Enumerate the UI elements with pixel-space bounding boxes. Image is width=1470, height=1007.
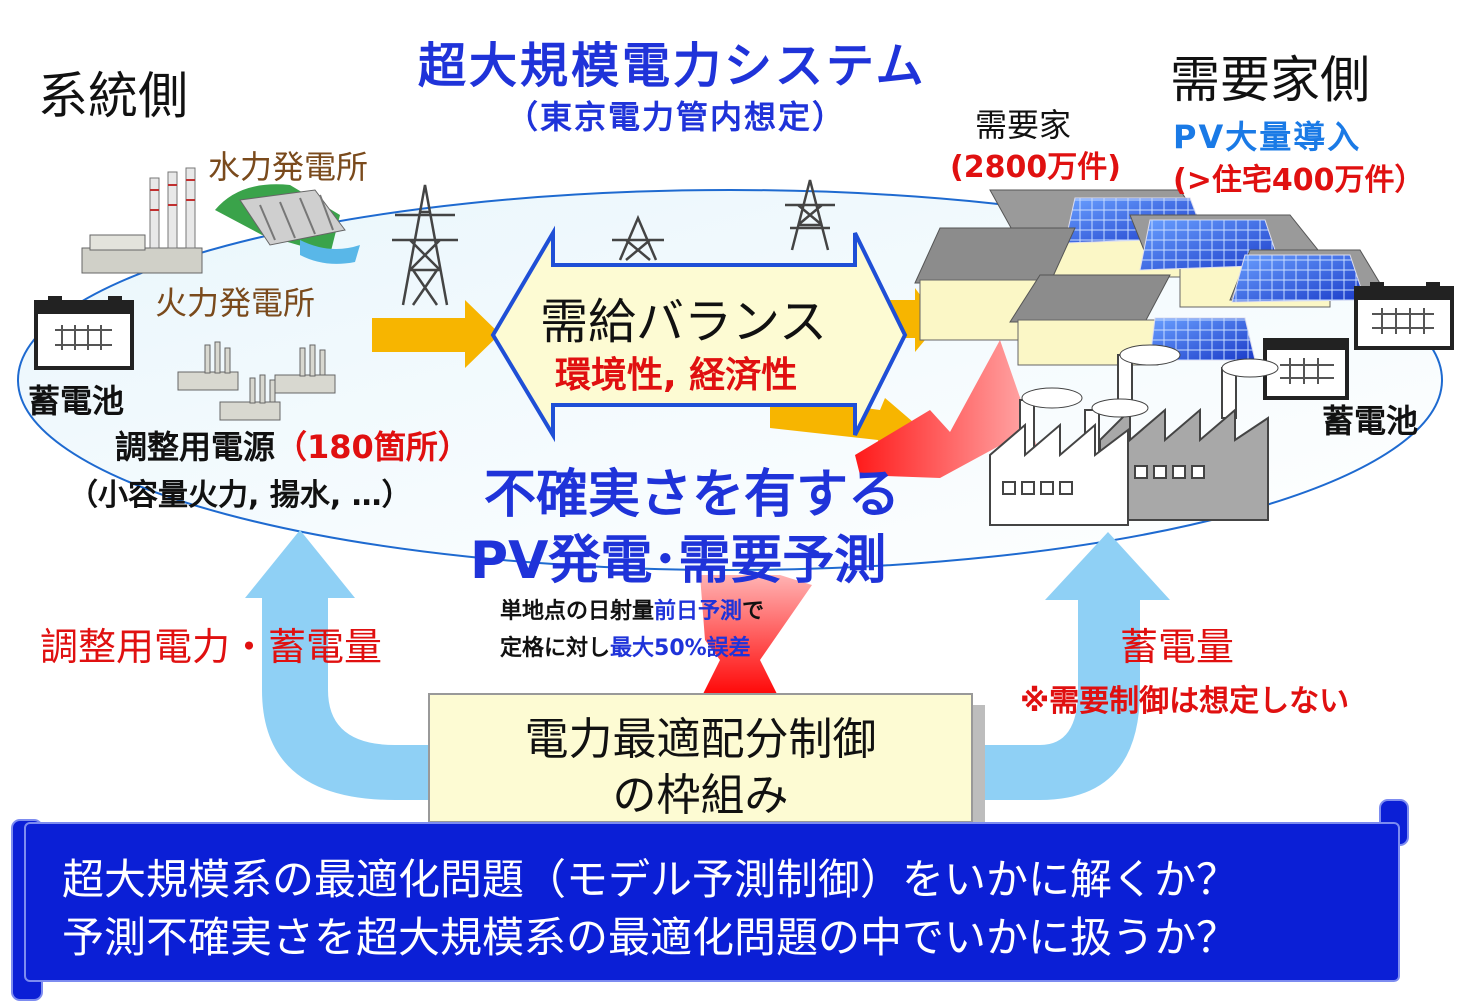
research-question-2: 予測不確実さを超大規模系の最適化問題の中でいかに扱うか？ — [62, 913, 1239, 962]
supply-arrow — [372, 300, 500, 368]
forecast-error-detail-1: 単地点の日射量前日予測で — [500, 593, 764, 625]
uncertainty-heading-1: 不確実さを有する — [484, 465, 901, 525]
forecast-error-text-a: 単地点の日射量 — [500, 599, 655, 624]
regulating-source-label: 調整用電源（180箇所） — [115, 422, 470, 468]
hydro-plant-label: 水力発電所 — [208, 148, 369, 186]
uncertainty-arrow-framework — [700, 575, 812, 700]
houses-with-pv-icon — [914, 189, 1391, 366]
demand-battery-label: 蓄電池 — [1322, 402, 1419, 440]
balance-double-arrow — [490, 225, 908, 443]
forecast-error-text-d: 定格に対し — [500, 636, 611, 661]
battery-icon-demand — [1354, 282, 1454, 350]
framework-title-1: 電力最適配分制御 — [524, 714, 877, 765]
balance-subtitle: 環境性, 経済性 — [555, 355, 798, 396]
thermal-plant-icon — [81, 167, 203, 274]
demand-side-heading: 需要家側 — [1170, 51, 1370, 109]
uncertainty-arrow-demand — [855, 340, 1040, 478]
diagram-title: 超大規模電力システム — [418, 38, 927, 94]
regulating-source-count: （180箇所） — [275, 428, 470, 466]
grid-battery-label: 蓄電池 — [28, 382, 125, 420]
pv-deployment-label: PV大量導入 — [1173, 118, 1362, 156]
research-question-1: 超大規模系の最適化問題（モデル予測制御）をいかに解くか？ — [62, 855, 1239, 904]
framework-title-2: の枠組み — [612, 770, 789, 821]
grid-flow-label: 調整用電力・蓄電量 — [40, 625, 383, 669]
regulating-source-note: （小容量火力, 揚水, …） — [68, 478, 412, 513]
battery-icon-grid — [34, 296, 134, 370]
factory-icon — [989, 344, 1279, 526]
grid-flow-arrow — [245, 530, 440, 800]
forecast-error-text-c: で — [742, 599, 765, 624]
framework-box: 電力最適配分制御 の枠組み — [428, 693, 973, 823]
thermal-plant-label: 火力発電所 — [155, 284, 316, 322]
forecast-error-text-e: 最大50%誤差 — [610, 636, 751, 661]
consumer-label: 需要家 — [975, 106, 1072, 144]
regulating-plant-icon — [177, 341, 336, 421]
regulating-source-name: 調整用電源 — [115, 428, 276, 466]
hydro-dam-icon — [215, 184, 360, 264]
transmission-tower-icon — [392, 179, 835, 306]
research-question-banner: 超大規模系の最適化問題（モデル予測制御）をいかに解くか？ 予測不確実さを超大規模… — [24, 822, 1400, 982]
grid-side-heading: 系統側 — [38, 67, 188, 125]
demand-flow-label: 蓄電量 — [1120, 625, 1235, 669]
diagram-subtitle: （東京電力管内想定） — [506, 98, 847, 136]
battery-icon-factory — [1263, 338, 1349, 400]
demand-control-note: ※需要制御は想定しない — [1020, 684, 1350, 719]
consumer-count: (2800万件) — [950, 150, 1121, 185]
demand-flow-arrow — [975, 532, 1170, 800]
forecast-error-text-b: 前日予測 — [654, 599, 743, 624]
forecast-error-detail-2: 定格に対し最大50%誤差 — [500, 630, 751, 662]
balance-title: 需給バランス — [540, 294, 828, 350]
pv-deployment-count: (>住宅400万件） — [1173, 163, 1425, 198]
uncertainty-heading-2: PV発電･需要予測 — [470, 531, 887, 591]
